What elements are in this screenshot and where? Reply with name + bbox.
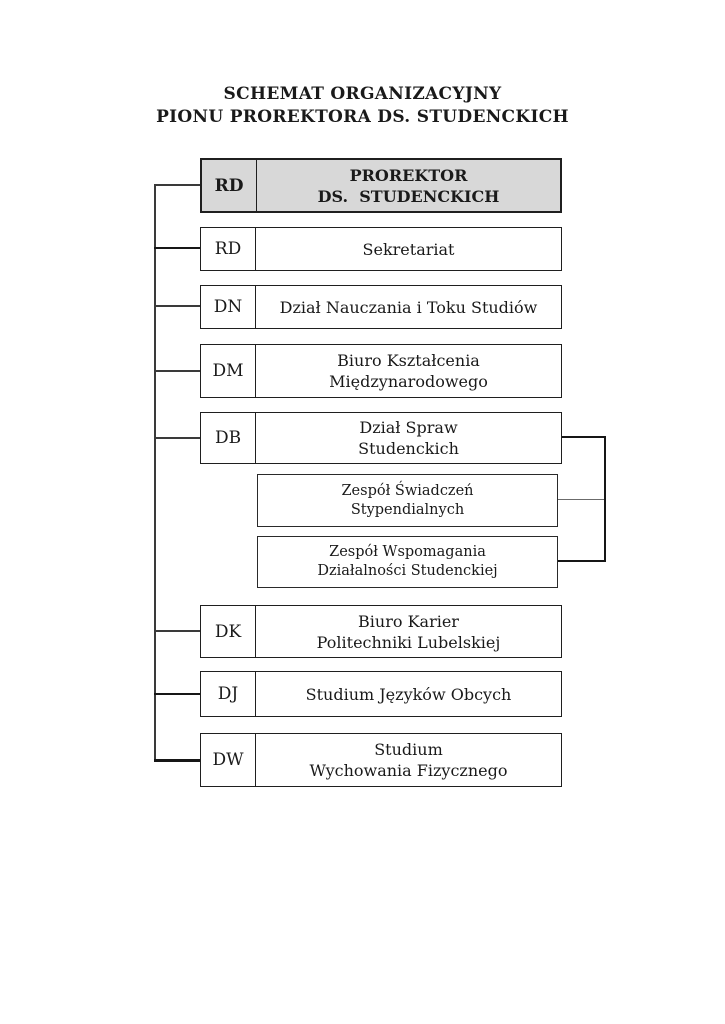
unit-box-prorektor: RD PROREKTOR DS. STUDENCKICH — [200, 158, 562, 213]
unit-label: PROREKTOR DS. STUDENCKICH — [317, 165, 500, 206]
unit-code: DN — [201, 286, 256, 328]
unit-code: DM — [201, 345, 256, 397]
unit-box-dk: DK Biuro Karier Politechniki Lubelskiej — [200, 605, 562, 658]
page-title-line2: PIONU PROREKTORA DS. STUDENCKICH — [156, 107, 569, 127]
connector-stub-sekretariat — [154, 247, 200, 249]
unit-label: Dział Nauczania i Toku Studiów — [279, 297, 538, 317]
connector-stub-swiadczen — [558, 499, 604, 500]
unit-box-dw: DW Studium Wychowania Fizycznego — [200, 733, 562, 787]
unit-code: DK — [201, 606, 256, 657]
unit-box-dj: DJ Studium Języków Obcych — [200, 671, 562, 717]
connector-left-trunk — [154, 184, 156, 762]
unit-label: Biuro Kształcenia Międzynarodowego — [329, 351, 488, 391]
connector-db-branch-vertical — [604, 436, 606, 562]
connector-stub-wspomagania — [558, 560, 604, 562]
connector-stub-dk — [154, 630, 200, 632]
connector-stub-dn — [154, 305, 200, 307]
unit-label: Studium Wychowania Fizycznego — [309, 740, 508, 780]
subunit-box-swiadczen-stypendialnych: Zespół Świadczeń Stypendialnych — [257, 474, 558, 527]
unit-box-sekretariat: RD Sekretariat — [200, 227, 562, 271]
unit-code: RD — [202, 160, 257, 211]
connector-stub-prorektor — [154, 184, 200, 186]
subunit-box-wspomagania-dzialalnosci: Zespół Wspomagania Działalności Studenck… — [257, 536, 558, 588]
unit-label: Dział Spraw Studenckich — [358, 418, 459, 458]
unit-box-dn: DN Dział Nauczania i Toku Studiów — [200, 285, 562, 329]
unit-box-dm: DM Biuro Kształcenia Międzynarodowego — [200, 344, 562, 398]
page-title: SCHEMAT ORGANIZACYJNY PIONU PROREKTORA D… — [0, 83, 725, 129]
connector-stub-dm — [154, 370, 200, 372]
connector-db-branch-top — [562, 436, 606, 438]
unit-code: RD — [201, 228, 256, 270]
connector-stub-dw — [154, 759, 200, 762]
unit-code: DB — [201, 413, 256, 463]
subunit-label: Zespół Świadczeń Stypendialnych — [341, 482, 474, 518]
unit-box-db: DB Dział Spraw Studenckich — [200, 412, 562, 464]
unit-label: Biuro Karier Politechniki Lubelskiej — [316, 611, 501, 652]
unit-label: Studium Języków Obcych — [305, 684, 512, 704]
unit-code: DW — [201, 734, 256, 786]
connector-stub-dj — [154, 693, 200, 695]
connector-stub-db — [154, 437, 200, 439]
page-title-line1: SCHEMAT ORGANIZACYJNY — [223, 84, 502, 104]
unit-label: Sekretariat — [362, 239, 455, 259]
subunit-label: Zespół Wspomagania Działalności Studenck… — [317, 544, 498, 579]
unit-code: DJ — [201, 672, 256, 716]
